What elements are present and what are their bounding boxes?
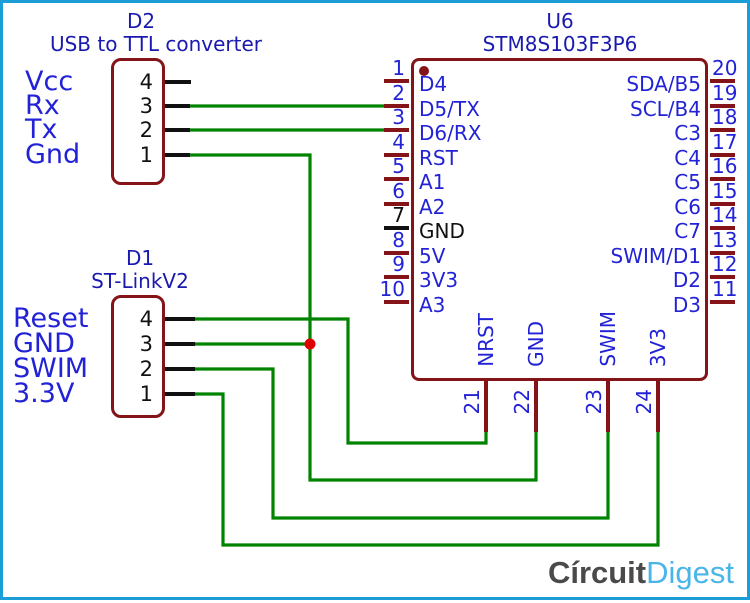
d1-signal-label-reset: Reset: [13, 303, 89, 334]
wire-gnd-net: [189, 153, 538, 482]
wire-layer: [165, 66, 735, 547]
d2-signal-label-tx: Tx: [25, 114, 58, 145]
green-wires: [189, 104, 660, 547]
ic-pin1-marker-dot: [419, 66, 429, 76]
ic-pin-stubs: [384, 79, 735, 432]
u6-pin-name: A3: [419, 293, 446, 317]
wire-3v3: [194, 392, 660, 547]
u6-pin-number: 6: [392, 179, 405, 203]
u6-pin-number: 9: [392, 252, 405, 276]
u6-pin-name: C3: [674, 121, 701, 145]
u6-pin-name: 3V3: [419, 268, 459, 292]
u6-ic-body: [411, 58, 708, 381]
u6-pin-name: C7: [674, 219, 701, 243]
u6-pin-name: C4: [674, 146, 701, 170]
u6-pin-name: A1: [419, 170, 446, 194]
u6-pin-number: 11: [712, 277, 738, 301]
u6-pin-name: SDA/B5: [626, 72, 701, 96]
d2-pin-number: 1: [139, 143, 153, 167]
d2-signal-label-rx: Rx: [25, 90, 60, 121]
u6-pin-number: 4: [392, 130, 405, 154]
u6-pin-name-3v3: 3V3: [646, 327, 670, 367]
d2-signal-label-vcc: Vcc: [25, 66, 74, 97]
d1-pin-number: 2: [139, 357, 153, 381]
d2-reference: D2: [126, 9, 156, 33]
u6-pin-name-gnd: GND: [419, 219, 465, 243]
u6-pin-name: A2: [419, 195, 446, 219]
logo-text-digest: Digest: [646, 555, 734, 590]
u6-pin-name: RST: [419, 146, 458, 170]
u6-pin-number: 19: [712, 81, 738, 105]
u6-pin-name-swim: SWIM: [596, 311, 620, 367]
u6-pin-number: 14: [712, 203, 738, 227]
u6-pin-number: 21: [460, 388, 484, 414]
u6-pin-number: 3: [392, 105, 405, 129]
u6-pin-number: 2: [392, 81, 405, 105]
d2-pin-number: 4: [139, 70, 153, 94]
u6-pin-name: D5/TX: [419, 97, 480, 121]
d1-pin-number: 3: [139, 332, 153, 356]
junction-dot: [304, 338, 316, 350]
wire-reset-nrst: [194, 317, 488, 445]
d2-connector-body: [111, 58, 165, 185]
u6-pin-name: 5V: [419, 244, 446, 268]
u6-pin-number: 16: [712, 154, 738, 178]
u6-pin-number: 20: [712, 56, 738, 80]
u6-pin-name: SWIM/D1: [610, 244, 702, 268]
u6-pin-number: 17: [712, 130, 738, 154]
u6-pin-number: 15: [712, 179, 738, 203]
u6-pin-number: 7: [392, 203, 405, 227]
u6-pin-number: 10: [379, 277, 405, 301]
u6-pin-name: C6: [674, 195, 701, 219]
d1-reference: D1: [125, 246, 155, 270]
u6-pin-number: 23: [582, 388, 606, 414]
u6-part-number: STM8S103F3P6: [482, 32, 638, 56]
u6-pin-name: SCL/B4: [630, 97, 701, 121]
u6-pin-name: D3: [672, 293, 701, 317]
d1-pin-number: 1: [139, 382, 153, 406]
d1-value-label: ST-LinkV2: [91, 269, 189, 293]
u6-pin-name-gnd-bottom: GND: [524, 321, 548, 367]
u6-pin-name-nrst: NRST: [474, 313, 498, 367]
u6-pin-number: 8: [392, 228, 405, 252]
u6-pin-name: D2: [672, 268, 701, 292]
u6-pin-number: 18: [712, 105, 738, 129]
d1-signal-label-3v3: 3.3V: [13, 378, 75, 409]
black-pin-stubs: [165, 80, 409, 396]
u6-reference: U6: [546, 9, 574, 33]
u6-pin-number: 24: [632, 388, 656, 414]
logo-text-circuit: Círcuit: [547, 555, 647, 590]
u6-pin-name: D4: [419, 72, 448, 96]
u6-pin-name: C5: [674, 170, 701, 194]
d1-signal-label-swim: SWIM: [13, 353, 89, 384]
u6-pin-number: 1: [392, 56, 405, 80]
d2-pin-number: 2: [139, 118, 153, 142]
u6-pin-number: 22: [510, 388, 534, 414]
d2-signal-label-gnd: Gnd: [25, 139, 81, 170]
d1-signal-label-gnd: GND: [13, 328, 75, 359]
d1-pin-number: 4: [139, 307, 153, 331]
d1-connector-body: [111, 295, 165, 418]
wire-swim: [194, 367, 610, 520]
circuitdigest-logo: CírcuitDigest: [548, 554, 734, 592]
u6-pin-name: D6/RX: [419, 121, 482, 145]
u6-pin-number: 5: [392, 154, 405, 178]
u6-pin-number: 12: [712, 252, 738, 276]
d2-value-label: USB to TTL converter: [49, 32, 263, 56]
d2-pin-number: 3: [139, 94, 153, 118]
u6-pin-number: 13: [712, 228, 738, 252]
